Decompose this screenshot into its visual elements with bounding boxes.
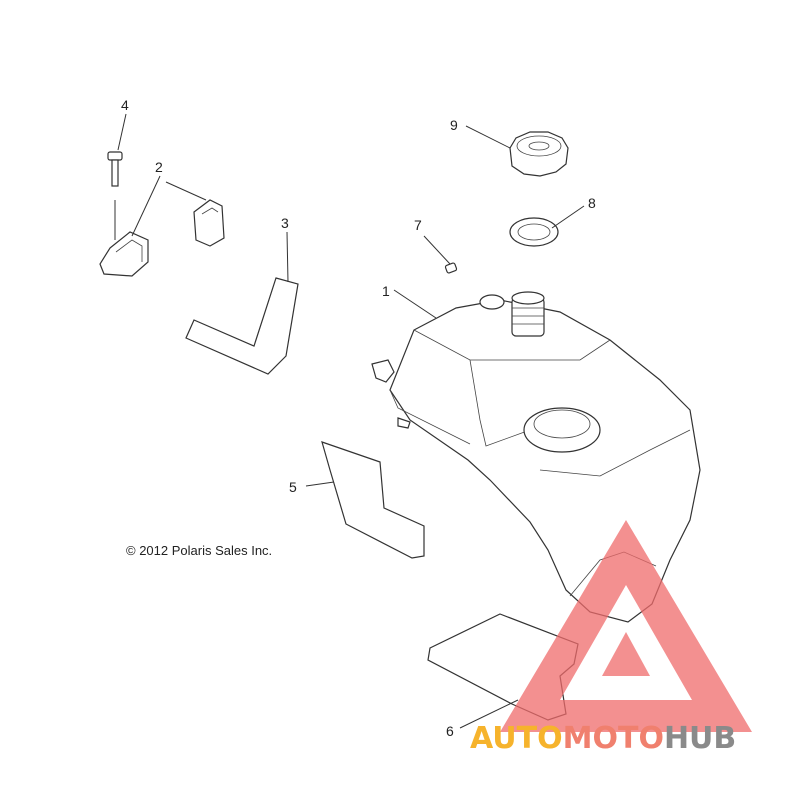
- copyright-text: © 2012 Polaris Sales Inc.: [126, 543, 272, 558]
- watermark-text: AUTOMOTOHUB: [470, 721, 736, 756]
- part-brackets: [99, 199, 225, 277]
- watermark-moto: MOTO: [563, 721, 664, 756]
- leader-lines: [117, 113, 585, 729]
- part-pad: [321, 441, 425, 559]
- callout-2: 2: [155, 159, 163, 175]
- part-fuel-cap: [509, 131, 569, 177]
- watermark-hub: HUB: [664, 721, 736, 756]
- part-bolt: [107, 151, 123, 240]
- part-pin: [444, 262, 458, 274]
- part-gasket: [509, 217, 559, 247]
- callout-8: 8: [588, 195, 596, 211]
- callout-3: 3: [281, 215, 289, 231]
- callout-9: 9: [450, 117, 458, 133]
- callout-6: 6: [446, 723, 454, 739]
- callout-5: 5: [289, 479, 297, 495]
- watermark-auto: AUTO: [470, 721, 563, 756]
- callout-4: 4: [121, 97, 129, 113]
- watermark-logo: [500, 520, 752, 732]
- callout-7: 7: [414, 217, 422, 233]
- part-pad-l: [185, 277, 299, 375]
- callout-1: 1: [382, 283, 390, 299]
